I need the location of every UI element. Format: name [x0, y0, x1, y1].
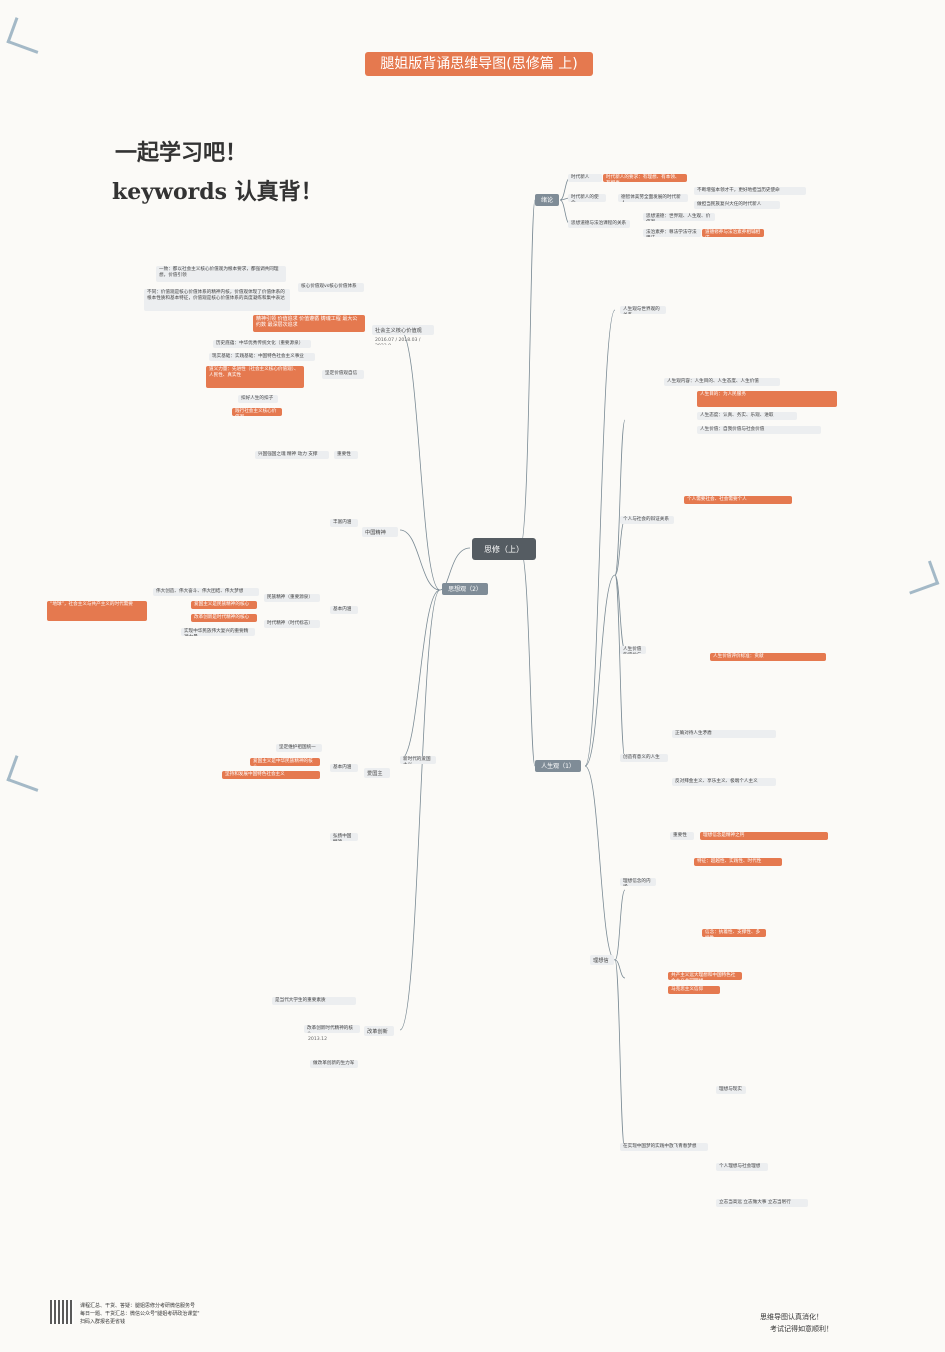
patriotism-n6: 弘扬中国精神	[330, 833, 358, 841]
core-values-n5: 历史底蕴：中华优秀传统文化（重要源泉）	[213, 340, 311, 348]
patriotism-n3: 新时代的爱国主义	[400, 756, 436, 764]
spirit-n6: 民族精神（重要源泉）	[264, 594, 320, 602]
intro-node-2: 时代新人的要求：有理想、有本领、有担当	[603, 174, 687, 182]
slogan-line2: keywords 认真背！	[112, 179, 323, 205]
ideals-n3: 理想信念是精神之钙	[700, 832, 828, 840]
ideals-n4: 特征：超越性、实践性、时代性	[694, 858, 782, 866]
patriotism-n2: 基本内涵	[330, 764, 358, 772]
ideals-n11: 立志当高远 立志做大事 立志当躬行	[716, 1199, 808, 1207]
spirit-n3: 丰富内涵	[330, 519, 358, 527]
intro-node-4: 德智体美劳全面发展的时代新人	[618, 194, 688, 202]
life-n8: 创造有意义的人生	[620, 754, 668, 762]
life-n9: 个人需要社会、社会需要个人	[684, 496, 792, 504]
branch-intro[interactable]: 绪论	[535, 194, 559, 206]
intro-node-7: 法治素养：尊法学法守法用法	[643, 229, 701, 237]
core-values-n2: 不同：价值观是核心价值体系的精神内核，价值观体现了价值体系的根本性质和基本特征，…	[144, 289, 290, 311]
intro-node-5: 思想道德与法治课程的关系	[568, 220, 630, 228]
footer-line-3: 扫码入群报名更省钱	[80, 1319, 126, 1325]
core-values-n4: 精神引领 价值追求 价值遵循 铸魂工程 最大公约数 最深层次追求	[253, 315, 365, 332]
branch-life[interactable]: 人生观（1）	[535, 760, 581, 772]
life-n11: 正确对待人生矛盾	[672, 730, 776, 738]
innovation-n1: 是当代大学生的重要素质	[272, 997, 356, 1005]
life-n2: 人生观内容：人生目的、人生态度、人生价值	[664, 378, 780, 386]
life-n1: 人生观与世界观的关系	[620, 306, 666, 314]
spirit-group[interactable]: 中国精神	[362, 527, 398, 537]
intro-node-1: 时代新人	[568, 174, 602, 182]
life-n5: 人生价值：自我价值与社会价值	[697, 426, 821, 434]
qr-code-icon	[50, 1300, 74, 1324]
innovation-n4: 做改革创新的生力军	[310, 1060, 358, 1068]
spirit-n2: 重要性	[334, 451, 358, 459]
ideals-n6: 共产主义远大理想和中国特色社会主义共同理想	[668, 972, 742, 980]
life-n3: 人生目的：为人民服务	[697, 391, 837, 407]
core-values-n6: 现实基础：实践基础：中国特色社会主义事业	[209, 353, 315, 361]
spirit-n4: 基本内涵	[330, 606, 358, 614]
footer-line-2: 每日一题、干货汇总：微信公众号"腿姐考研政治课堂"	[80, 1311, 200, 1317]
core-values-n1: 一致：都以社会主义核心价值观为根本要求，都强调共同理想，价值引领	[156, 266, 286, 282]
innovation-group[interactable]: 改革创新	[364, 1026, 394, 1036]
spirit-n11: “地球”，社会主义与共产主义的时代需要	[47, 601, 147, 621]
spirit-n1: 兴国强国之魂 精神 动力 支撑	[255, 451, 329, 459]
core-values-n7: 道义力量：先进性（社会主义核心价值观）、人民性、真实性	[206, 366, 304, 388]
branch-values[interactable]: 思想观（2）	[442, 583, 488, 595]
ideals-n7: 马克思主义信仰	[668, 986, 720, 994]
innovation-n3: 2013.12	[308, 1037, 327, 1042]
life-n7: 人生价值的评价与实现	[620, 646, 646, 654]
ideals-n2: 重要性	[670, 832, 694, 840]
root-node[interactable]: 思修（上）	[472, 538, 536, 560]
spirit-n9: 时代精神（时代标志）	[264, 620, 320, 628]
ideals-n5: 信念：执着性、支撑性、多样性	[702, 929, 766, 937]
ideals-n1: 理想信念的内涵	[620, 878, 656, 886]
core-values-n10: 践行社会主义核心价值观	[232, 408, 282, 416]
intro-node-8: 道德修养与法治素养相辅相成	[702, 229, 764, 237]
patriotism-n4: 爱国主义是中华民族精神的核心	[250, 758, 320, 766]
intro-node-9: 不断增强本领才干，更好地担当历史使命	[694, 187, 806, 195]
intro-node-3: 时代新人的使命	[568, 194, 606, 202]
spirit-n10: 实现中华民族伟大复兴的重要精神力量	[181, 628, 255, 636]
patriotism-group[interactable]: 爱国主义	[364, 768, 390, 778]
life-n12: 反对拜金主义、享乐主义、极端个人主义	[672, 778, 776, 786]
innovation-n2: 改革创新时代精神的核心	[304, 1025, 360, 1033]
core-values-n9: 扣好人生的扣子	[238, 395, 278, 403]
slogan-line1: 一起学习吧！	[115, 140, 248, 166]
ideals-n8: 在实现中国梦的实践中放飞青春梦想	[620, 1143, 708, 1151]
signoff-line-2: 考试记得如意顺利！	[770, 1325, 833, 1333]
footer-line-1: 课程汇总、干货、答疑：腿姐思修分考研微信服务号	[80, 1303, 196, 1309]
life-n10: 人生价值评价标准：贡献	[710, 653, 826, 661]
patriotism-n5: 坚持和发展中国特色社会主义	[222, 771, 320, 779]
patriotism-n1: 坚定维护祖国统一	[276, 744, 322, 752]
intro-node-6: 思想道德：世界观、人生观、价值观	[643, 213, 715, 221]
spirit-n5: 伟大创造、伟大奋斗、伟大团结、伟大梦想	[153, 588, 259, 596]
life-n4: 人生态度：认真、务实、乐观、进取	[697, 412, 797, 420]
ideals-group[interactable]: 理想信念	[590, 955, 614, 965]
core-values-group[interactable]: 社会主义核心价值观	[372, 325, 434, 335]
header-title: 腿姐版背诵思维导图(思修篇 上)	[365, 52, 593, 76]
life-n6: 个人与社会的辩证关系	[620, 516, 674, 524]
ideals-n10: 个人理想与社会理想	[716, 1163, 768, 1171]
ideals-n9: 理想与现实	[716, 1086, 746, 1094]
core-values-n8: 坚定价值观自信	[322, 370, 364, 379]
signoff-line-1: 思维导图认真消化！	[760, 1313, 823, 1321]
core-values-n3: 核心价值观vs核心价值体系	[298, 283, 364, 292]
spirit-n7: 爱国主义是民族精神的核心	[191, 601, 257, 609]
spirit-n8: 改革创新是时代精神的核心	[191, 614, 257, 622]
core-values-years: 2016.07 / 2018.03 / 2023.0...	[375, 338, 421, 345]
intro-node-10: 做担当民族复兴大任的时代新人	[694, 201, 780, 209]
